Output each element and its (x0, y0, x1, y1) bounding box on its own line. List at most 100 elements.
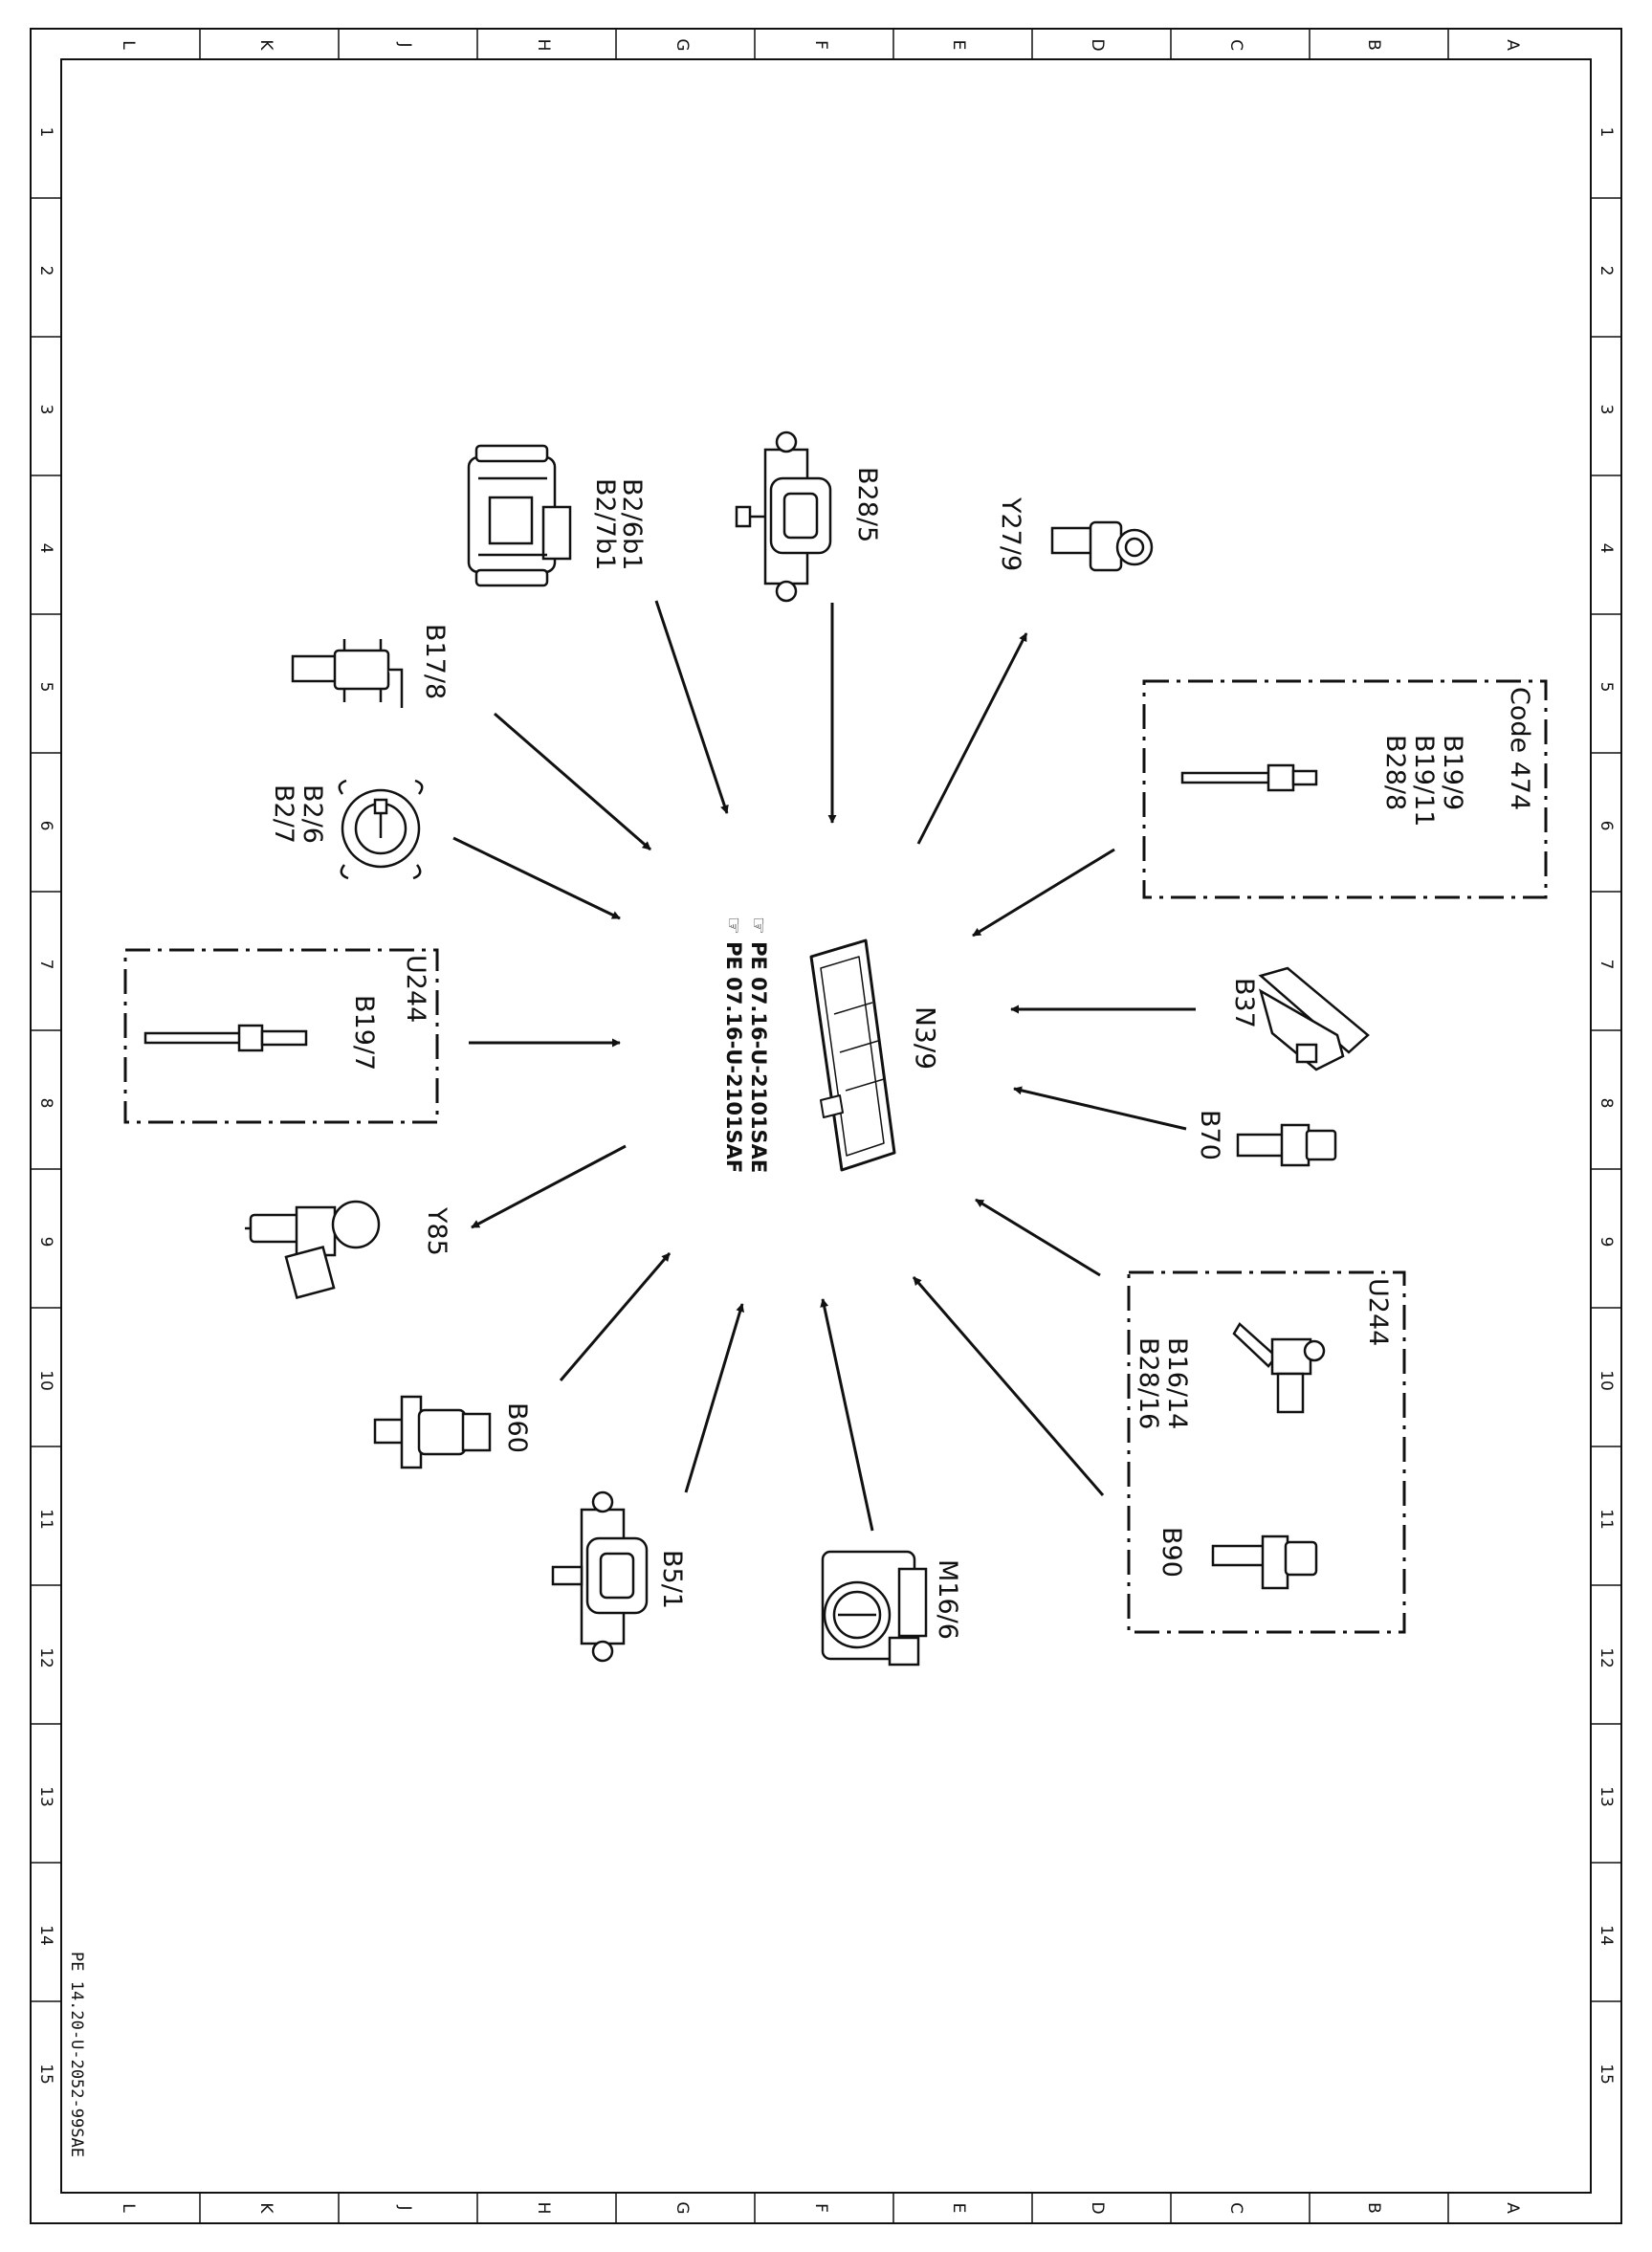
component-b37[interactable]: B37 (1229, 966, 1370, 1071)
arrow-b2-6b1 (654, 600, 729, 814)
component-b19-7[interactable]: B19/7 (143, 995, 379, 1071)
row-label: 13 (1597, 1786, 1616, 1807)
maf-sensor-icon (467, 444, 572, 587)
arrow-b17-8 (494, 712, 651, 851)
row-label: 7 (1597, 960, 1616, 970)
component-label: B60 (502, 1402, 532, 1453)
arrow-b60 (559, 1252, 672, 1381)
col-label: J (395, 41, 414, 47)
arrow-u244-right (975, 1198, 1101, 1277)
component-label: B90 (1156, 1527, 1186, 1578)
component-label: B5/1 (657, 1550, 687, 1609)
group-label-u244-right: U244 (1363, 1278, 1393, 1346)
arrow-m16-6 (820, 1298, 874, 1532)
component-b60[interactable]: B60 (373, 1395, 532, 1469)
sensor-icon (1232, 1322, 1326, 1414)
row-label: 1 (1597, 127, 1616, 138)
component-label: B70 (1195, 1110, 1224, 1160)
row-label: 2 (1597, 266, 1616, 276)
col-label: C (1226, 2202, 1245, 2214)
group-label-code474: Code 474 (1505, 687, 1534, 810)
component-label: B28/8 (1380, 735, 1410, 810)
group-label-u244-left: U244 (401, 955, 430, 1023)
component-label: B19/11 (1409, 735, 1439, 827)
row-label: 14 (1597, 1925, 1616, 1946)
component-label: B28/5 (852, 467, 882, 542)
control-unit-label: N3/9 (910, 1006, 941, 1070)
code474-group[interactable]: B19/9 B19/11 B28/8 (1180, 735, 1467, 827)
component-b28-5[interactable]: B28/5 (735, 431, 882, 603)
col-label: F (811, 2203, 830, 2213)
component-label: B19/9 (1438, 735, 1467, 810)
pressure-sensor-icon (551, 1490, 649, 1663)
round-sensor-icon (338, 779, 424, 880)
throttle-actuator-icon (821, 1550, 928, 1667)
component-label: Y27/9 (996, 497, 1025, 571)
col-label: G (672, 2201, 692, 2214)
service-ref-2: ☞ PE 07.16-U-2101SAF (722, 916, 745, 1173)
row-label: 9 (36, 1237, 55, 1247)
probe-sensor-icon (143, 1024, 308, 1052)
col-label: A (1503, 2202, 1522, 2214)
arrow-b90 (912, 1276, 1105, 1496)
pressure-sensor-icon (735, 431, 832, 603)
signal-arrows (452, 600, 1196, 1532)
row-label: 10 (1597, 1370, 1616, 1391)
group-box-u244-left (123, 948, 439, 1124)
component-y27-9[interactable]: Y27/9 (996, 497, 1154, 572)
row-label: 5 (36, 682, 55, 693)
probe-sensor-icon (1180, 763, 1318, 792)
row-label: 12 (36, 1647, 55, 1668)
arrow-code474 (972, 848, 1115, 938)
row-label: 2 (36, 266, 55, 276)
component-b5-1[interactable]: B5/1 (551, 1490, 687, 1663)
component-b70[interactable]: B70 (1195, 1110, 1337, 1167)
component-m16-6[interactable]: M16/6 (821, 1550, 962, 1667)
control-unit-n3-9[interactable]: N3/9 ☞ PE 07.16-U-2101SAE ☞ PE 07.16-U-2… (722, 916, 941, 1173)
component-b90[interactable]: B90 (1156, 1527, 1318, 1590)
row-label: 8 (36, 1098, 55, 1109)
col-label: B (1364, 2202, 1383, 2214)
arrow-b70 (1013, 1086, 1187, 1131)
row-label: 5 (1597, 682, 1616, 693)
col-label: G (672, 38, 692, 51)
u244-right-group[interactable]: B16/14 B28/16 (1134, 1322, 1326, 1429)
grid-ticks (31, 29, 1621, 2223)
row-label: 1 (36, 127, 55, 138)
arrow-b5-1 (684, 1303, 744, 1493)
col-label: D (1088, 38, 1107, 51)
row-label: 11 (1597, 1509, 1616, 1530)
row-label: 14 (36, 1925, 55, 1946)
component-y85[interactable]: Y85 (245, 1200, 452, 1299)
col-label: H (534, 39, 553, 52)
row-label: 4 (1597, 543, 1616, 554)
col-label: H (534, 2202, 553, 2215)
temperature-sensor-icon (291, 639, 404, 708)
col-label: E (949, 40, 968, 51)
col-label: L (119, 2203, 138, 2213)
arrow-y27-9 (916, 632, 1028, 845)
column-labels-top: L K J H G F E D C B A (119, 38, 1522, 51)
service-ref-1: ☞ PE 07.16-U-2101SAE (747, 916, 770, 1173)
col-label: C (1226, 39, 1245, 51)
component-label: M16/6 (933, 1559, 962, 1640)
row-label: 3 (36, 405, 55, 415)
component-b17-8[interactable]: B17/8 (291, 624, 450, 708)
col-label: A (1503, 39, 1522, 51)
row-label: 13 (36, 1786, 55, 1807)
col-label: J (395, 2204, 414, 2210)
pressure-sender-icon (373, 1395, 492, 1469)
row-label: 7 (36, 960, 55, 970)
row-label: 4 (36, 543, 55, 554)
solenoid-valve-icon (245, 1200, 381, 1299)
component-b2-6[interactable]: B2/6 B2/7 (269, 779, 424, 880)
row-label: 15 (36, 2064, 55, 2085)
row-label: 10 (36, 1370, 55, 1391)
component-label: B2/7b1 (590, 478, 620, 570)
col-label: B (1364, 39, 1383, 51)
row-label: 9 (1597, 1237, 1616, 1247)
component-label: B17/8 (420, 624, 450, 699)
component-b2-6b1[interactable]: B2/6b1 B2/7b1 (467, 444, 647, 587)
valve-icon (1050, 520, 1154, 572)
